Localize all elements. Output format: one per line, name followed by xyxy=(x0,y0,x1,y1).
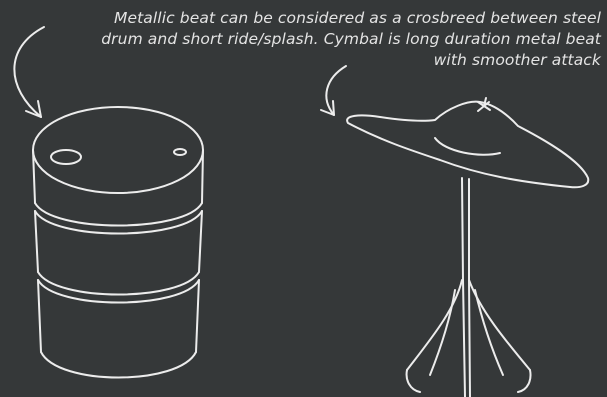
arrow-to-cymbal-icon xyxy=(321,66,346,115)
steel-drum-icon xyxy=(33,107,203,378)
arrow-to-drum-icon xyxy=(14,27,44,117)
cymbal-icon xyxy=(347,98,588,397)
